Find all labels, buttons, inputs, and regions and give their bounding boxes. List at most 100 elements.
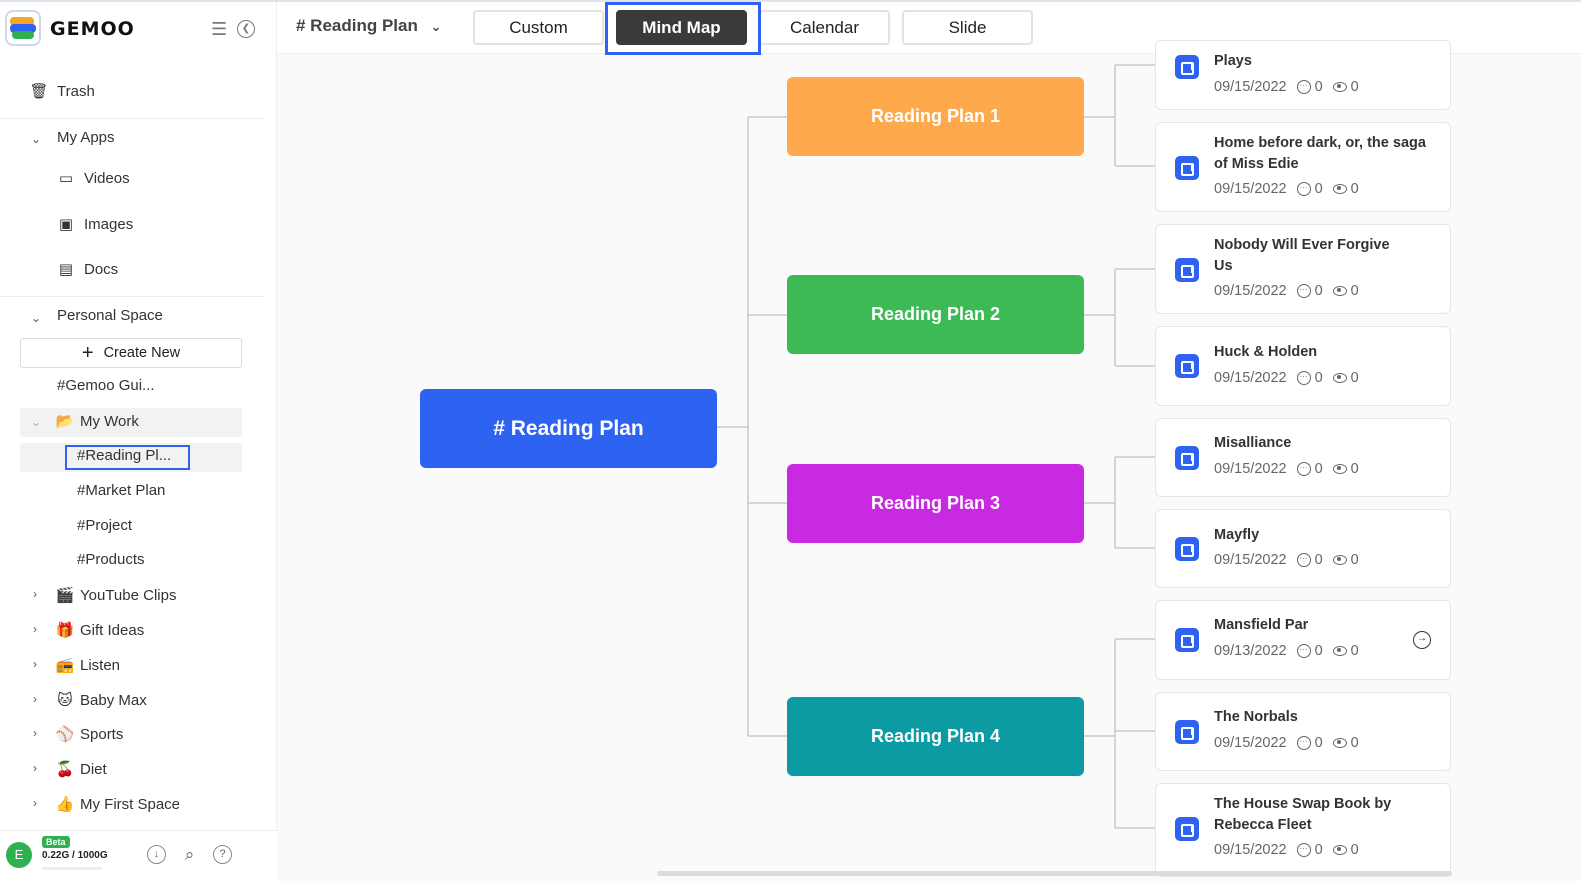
- video-card[interactable]: The House Swap Book by Rebecca Fleet 09/…: [1155, 783, 1451, 877]
- card-meta: 09/15/2022 ···0 0: [1214, 181, 1359, 197]
- comment-icon: ···: [1296, 843, 1311, 857]
- comment-count: 0: [1314, 643, 1323, 659]
- sidebar-item-gemoo-guide[interactable]: #Gemoo Gui...: [57, 377, 155, 394]
- card-meta: 09/15/2022 ···0 0: [1214, 552, 1359, 568]
- chevron-right-icon[interactable]: ›: [33, 622, 37, 636]
- card-meta: 09/15/2022 ···0 0: [1214, 735, 1359, 751]
- mindmap-root-node[interactable]: # Reading Plan: [420, 389, 717, 468]
- sidebar-item-label: Sports: [80, 725, 124, 743]
- chevron-down-icon[interactable]: ⌄: [31, 132, 42, 146]
- video-icon: [1175, 258, 1199, 282]
- sidebar-item-sports[interactable]: ⚾ Sports: [56, 725, 124, 744]
- video-card[interactable]: Home before dark, or, the saga of Miss E…: [1155, 122, 1451, 212]
- chevron-right-icon[interactable]: ›: [33, 692, 37, 706]
- beta-badge: Beta: [42, 836, 70, 848]
- video-card[interactable]: Misalliance 09/15/2022 ···0 0: [1155, 418, 1451, 497]
- chevron-right-icon[interactable]: ›: [33, 657, 37, 671]
- open-link-icon[interactable]: →: [1413, 631, 1431, 649]
- sidebar-item-reading-plan[interactable]: #Reading Pl...: [77, 447, 171, 464]
- card-date: 09/13/2022: [1214, 643, 1287, 659]
- mindmap-branch-node[interactable]: Reading Plan 4: [787, 697, 1084, 776]
- comment-icon: ···: [1296, 644, 1311, 658]
- sidebar: GEMOO ☰ ❮ 🗑 Trash ⌄ My Apps ▭ Videos ▣ I…: [0, 2, 277, 881]
- help-icon[interactable]: ?: [213, 845, 232, 864]
- horizontal-scrollbar[interactable]: [657, 871, 1452, 876]
- node-label: Reading Plan 3: [870, 493, 1001, 513]
- video-icon: [1175, 537, 1199, 561]
- sidebar-section-personal-space[interactable]: Personal Space: [57, 307, 163, 324]
- view-count: 0: [1350, 79, 1359, 95]
- sidebar-item-products[interactable]: #Products: [77, 551, 145, 568]
- sidebar-item-my-work[interactable]: 📂 My Work: [56, 412, 139, 431]
- node-label: # Reading Plan: [493, 416, 644, 440]
- sidebar-item-label: Gift Ideas: [80, 621, 145, 639]
- mindmap-branch-node[interactable]: Reading Plan 3: [787, 464, 1084, 543]
- card-date: 09/15/2022: [1214, 370, 1287, 386]
- sidebar-item-listen[interactable]: 📻 Listen: [56, 656, 120, 675]
- video-card[interactable]: Huck & Holden 09/15/2022 ···0 0: [1155, 326, 1451, 406]
- sidebar-item-trash[interactable]: 🗑 Trash: [29, 82, 95, 101]
- card-title: The Norbals: [1214, 709, 1298, 725]
- sidebar-item-label: Videos: [84, 169, 130, 187]
- download-icon[interactable]: ↓: [147, 845, 166, 864]
- comment-count: 0: [1314, 735, 1323, 751]
- sidebar-item-baby-max[interactable]: 🐱 Baby Max: [56, 691, 147, 710]
- tab-mind-map[interactable]: Mind Map: [616, 10, 747, 45]
- card-title: Home before dark, or, the saga of Miss E…: [1214, 135, 1426, 172]
- sidebar-item-label: Baby Max: [80, 691, 147, 709]
- image-icon: ▣: [58, 216, 74, 233]
- create-new-button[interactable]: + Create New: [20, 338, 242, 368]
- video-card[interactable]: The Norbals 09/15/2022 ···0 0: [1155, 692, 1451, 771]
- video-card[interactable]: Mansfield Par 09/13/2022 ···0 0 →: [1155, 600, 1451, 680]
- view-count: 0: [1350, 370, 1359, 386]
- sidebar-item-diet[interactable]: 🍒 Diet: [56, 760, 107, 779]
- card-date: 09/15/2022: [1214, 283, 1287, 299]
- video-card[interactable]: Nobody Will Ever Forgive Us 09/15/2022 ·…: [1155, 224, 1451, 314]
- reading-plan-row-bg: [20, 443, 242, 472]
- section-label: My Apps: [57, 129, 115, 146]
- sidebar-item-docs[interactable]: ▤ Docs: [57, 260, 118, 279]
- sidebar-item-label: My First Space: [80, 795, 181, 813]
- chevron-down-icon[interactable]: ⌄: [31, 311, 42, 325]
- page-title[interactable]: # Reading Plan ⌄: [296, 16, 442, 36]
- mindmap-branch-node[interactable]: Reading Plan 2: [787, 275, 1084, 354]
- sidebar-item-market-plan[interactable]: #Market Plan: [77, 482, 165, 499]
- video-card[interactable]: Plays 09/15/2022 ···0 0: [1155, 40, 1451, 110]
- avatar[interactable]: E: [6, 842, 32, 868]
- menu-icon[interactable]: ☰: [211, 19, 228, 39]
- card-meta: 09/15/2022 ···0 0: [1214, 283, 1359, 299]
- cat-icon: 🐱: [57, 692, 73, 709]
- sidebar-item-gift-ideas[interactable]: 🎁 Gift Ideas: [56, 621, 145, 640]
- sidebar-item-videos[interactable]: ▭ Videos: [57, 169, 130, 188]
- divider: [0, 296, 265, 297]
- gemoo-logo[interactable]: [5, 10, 41, 46]
- tab-custom[interactable]: Custom: [473, 10, 604, 45]
- comment-count: 0: [1314, 283, 1323, 299]
- sidebar-item-youtube-clips[interactable]: 🎬 YouTube Clips: [56, 586, 177, 605]
- chevron-right-icon[interactable]: ›: [33, 587, 37, 601]
- chevron-down-icon[interactable]: ⌄: [430, 19, 442, 34]
- collapse-sidebar-icon[interactable]: ❮: [237, 20, 255, 38]
- sidebar-item-project[interactable]: #Project: [77, 517, 132, 534]
- tab-calendar[interactable]: Calendar: [759, 10, 890, 45]
- card-date: 09/15/2022: [1214, 842, 1287, 858]
- storage-usage: 0.22G / 1000G: [42, 850, 108, 861]
- sidebar-item-label: YouTube Clips: [80, 586, 177, 604]
- sidebar-item-my-first-space[interactable]: 👍 My First Space: [56, 795, 181, 814]
- chevron-right-icon[interactable]: ›: [33, 796, 37, 810]
- sidebar-item-label: My Work: [80, 412, 139, 430]
- card-meta: 09/15/2022 ···0 0: [1214, 842, 1359, 858]
- sidebar-section-my-apps[interactable]: My Apps: [57, 129, 115, 146]
- chevron-down-icon[interactable]: ⌄: [31, 415, 42, 429]
- chevron-right-icon[interactable]: ›: [33, 726, 37, 740]
- search-icon[interactable]: ⌕: [184, 845, 195, 864]
- card-date: 09/15/2022: [1214, 79, 1287, 95]
- tab-slide[interactable]: Slide: [902, 10, 1033, 45]
- mindmap-branch-node[interactable]: Reading Plan 1: [787, 77, 1084, 156]
- video-card[interactable]: Mayfly 09/15/2022 ···0 0: [1155, 509, 1451, 588]
- sidebar-item-images[interactable]: ▣ Images: [57, 215, 133, 234]
- chevron-right-icon[interactable]: ›: [33, 761, 37, 775]
- sidebar-item-label: Trash: [57, 82, 95, 100]
- sidebar-item-label: #Market Plan: [77, 482, 166, 499]
